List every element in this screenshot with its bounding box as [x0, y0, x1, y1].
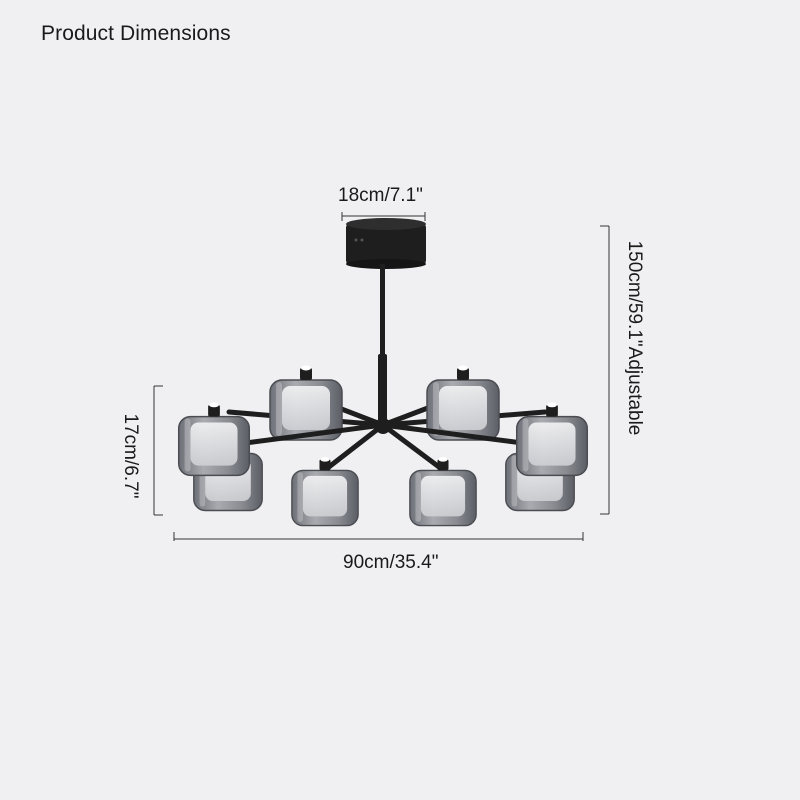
page-title: Product Dimensions	[41, 22, 231, 45]
total-width-line	[173, 532, 584, 541]
dimension-lines	[153, 212, 610, 541]
total-width-label: 90cm/35.4"	[343, 552, 439, 573]
total-height-line	[600, 225, 610, 515]
canopy-width-line	[341, 212, 426, 221]
ceiling-canopy	[346, 218, 426, 269]
front-arms	[235, 422, 533, 473]
center-hub	[375, 418, 391, 434]
canopy-width-label: 18cm/7.1"	[338, 185, 423, 206]
shade-height-line	[153, 385, 163, 516]
suspension-rod	[378, 264, 387, 424]
